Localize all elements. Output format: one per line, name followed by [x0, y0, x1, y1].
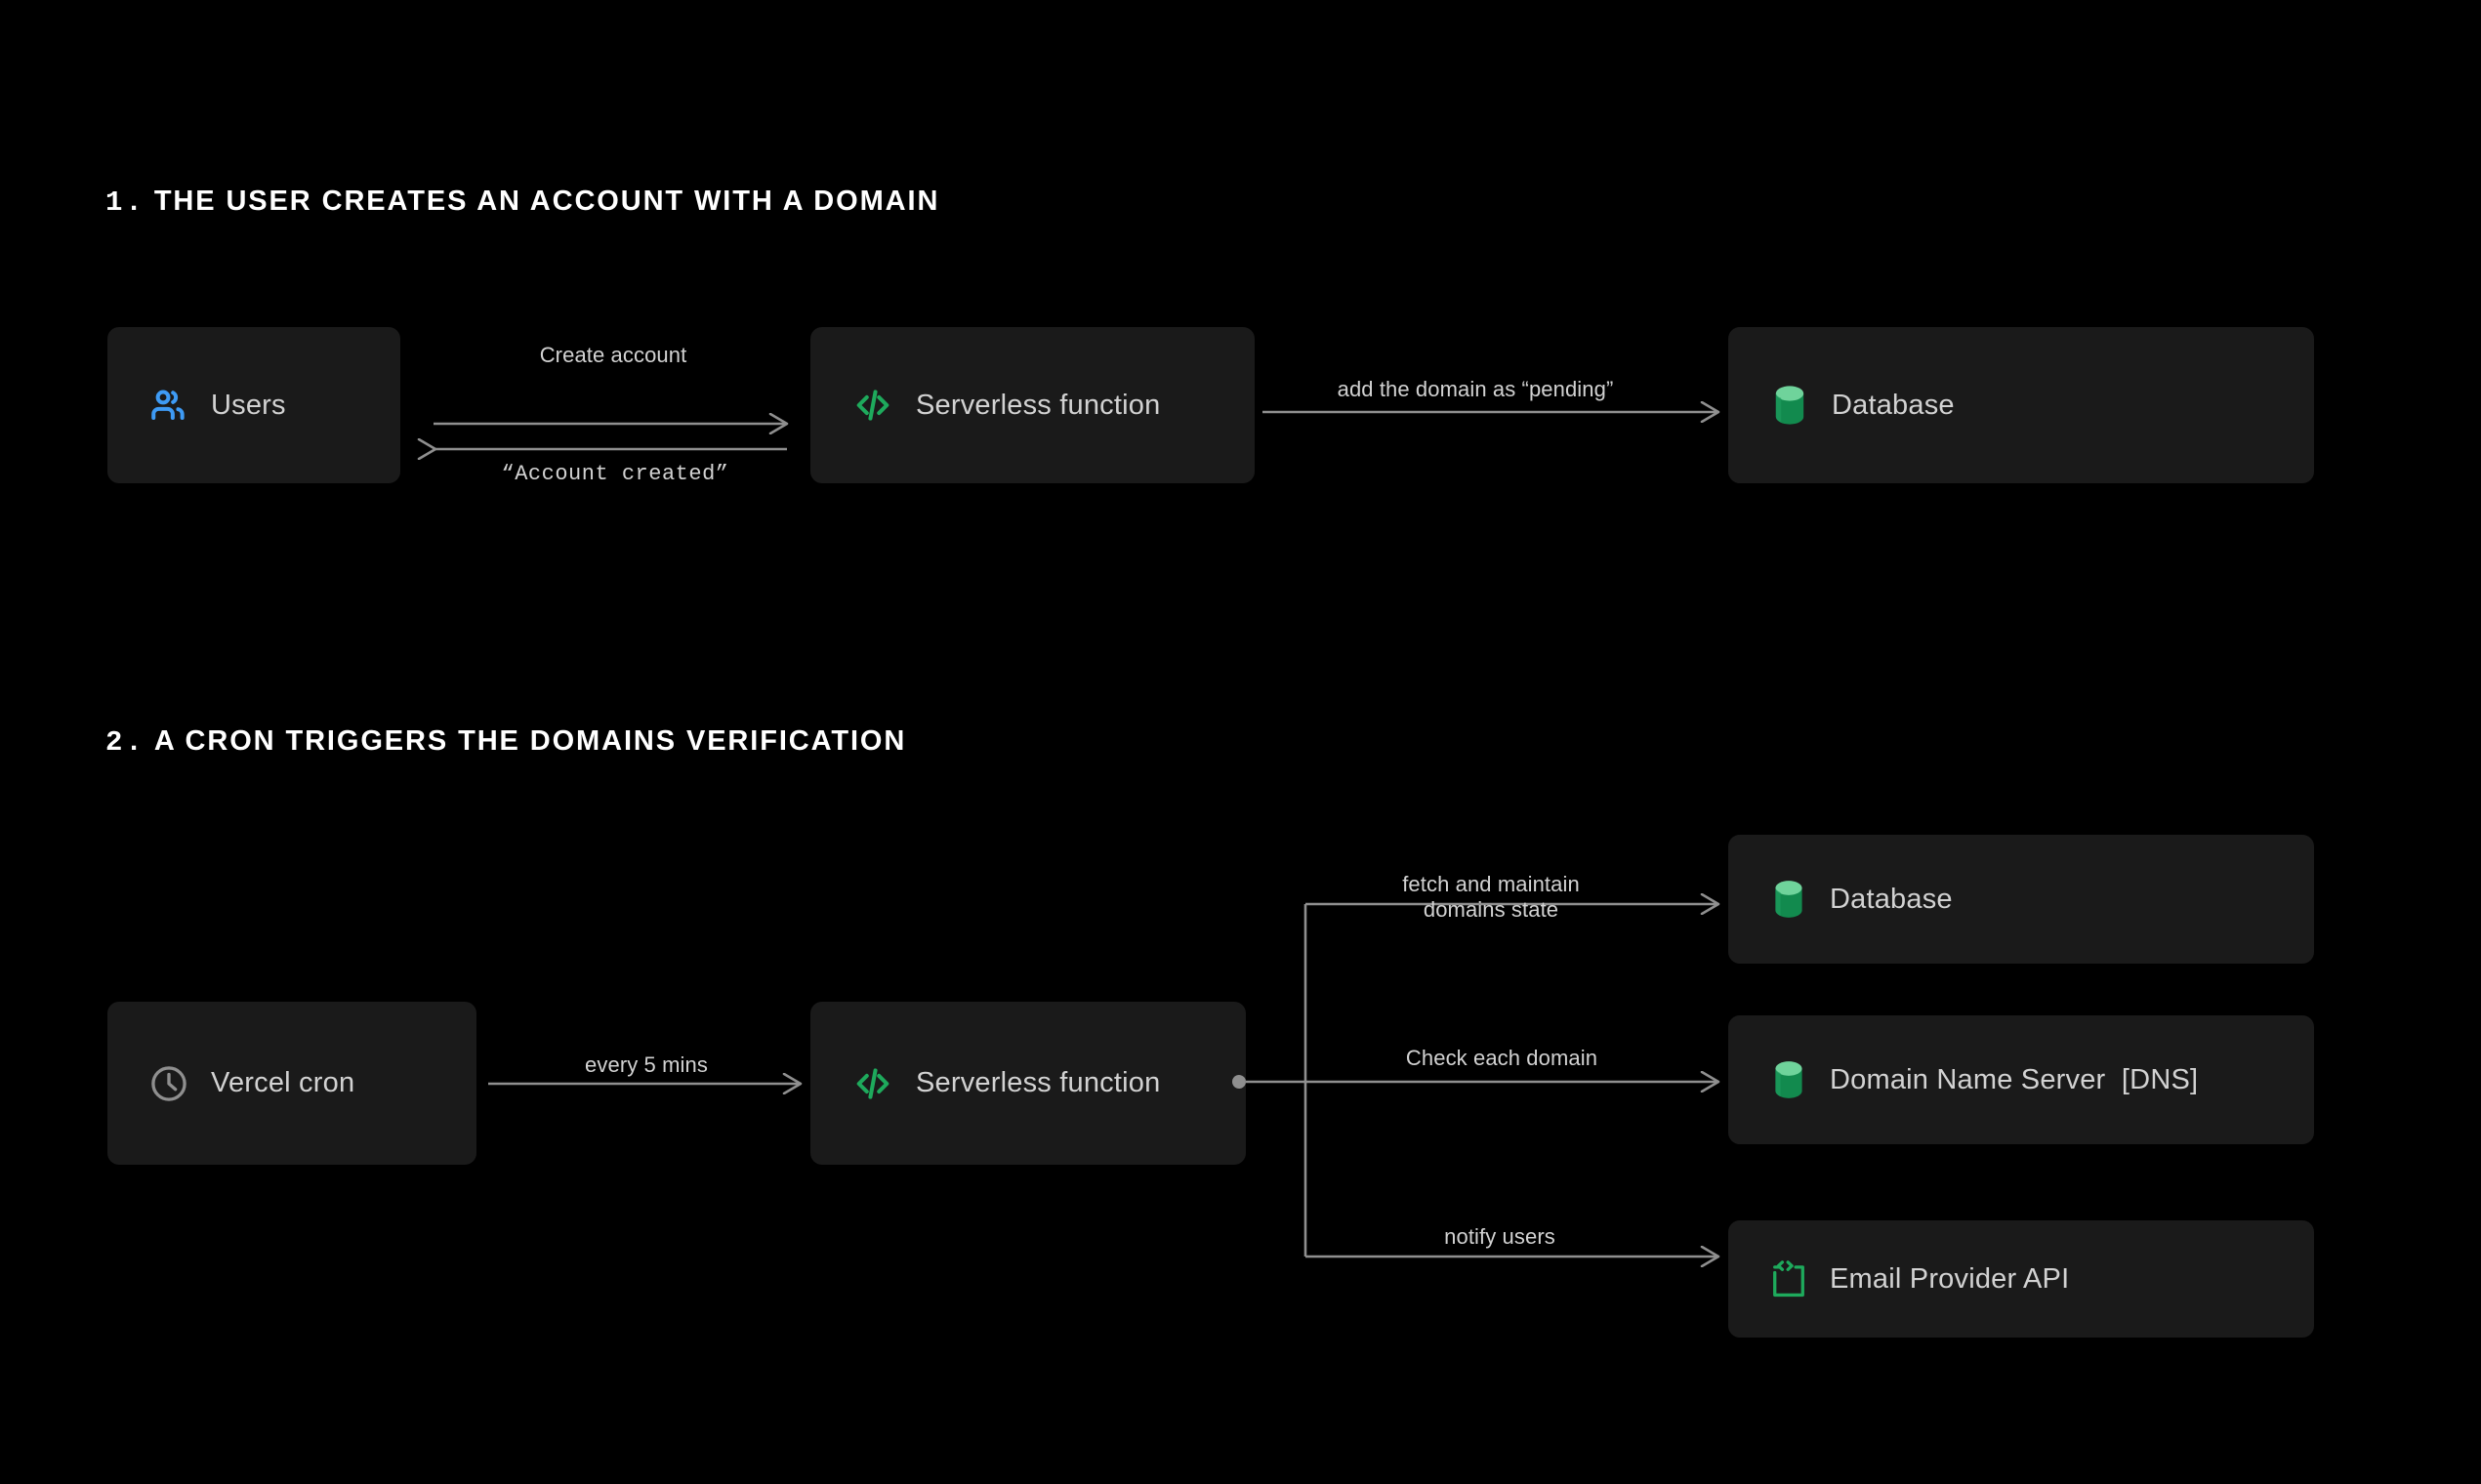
section-1-heading: 1. THE USER CREATES AN ACCOUNT WITH A DOM…	[105, 186, 940, 219]
edge-label-fetch-maintain-line2: domains state	[1423, 896, 1559, 922]
clock-icon	[148, 1063, 189, 1104]
section-2-heading: 2.A CRON TRIGGERS THE DOMAINS VERIFICATI…	[105, 725, 907, 759]
node-serverless-function-1[interactable]: Serverless function	[810, 327, 1255, 483]
node-serverless-function-1-label: Serverless function	[916, 389, 1161, 421]
section-2-number: 2.	[105, 726, 145, 759]
node-domain-name-server-label: Domain Name Server [DNS]	[1830, 1063, 2199, 1095]
section-1-title: THE USER CREATES AN ACCOUNT WITH A DOMAI…	[153, 186, 940, 217]
node-email-provider-api-label: Email Provider API	[1830, 1262, 2070, 1295]
node-database-1[interactable]: Database	[1728, 327, 2314, 483]
node-database-2-label: Database	[1830, 883, 1953, 915]
edge-label-every-5-mins: every 5 mins	[585, 1052, 708, 1077]
edge-label-fetch-maintain-line1: fetch and maintain	[1402, 872, 1580, 896]
node-database-1-label: Database	[1832, 389, 1955, 421]
edge-label-create-account: Create account	[539, 343, 687, 367]
edge-label-account-created: “Account created”	[501, 462, 729, 486]
node-vercel-cron-label: Vercel cron	[211, 1067, 355, 1098]
database-icon	[1769, 1057, 1808, 1102]
code-icon	[851, 384, 894, 427]
edge-label-add-domain-pending: add the domain as “pending”	[1337, 377, 1614, 401]
node-serverless-function-2-label: Serverless function	[916, 1067, 1161, 1098]
edge-label-notify-users: notify users	[1444, 1224, 1555, 1249]
users-icon	[148, 385, 189, 426]
node-vercel-cron[interactable]: Vercel cron	[107, 1002, 476, 1165]
section-1-number: 1.	[105, 186, 145, 219]
node-email-provider-api[interactable]: Email Provider API	[1728, 1220, 2314, 1338]
code-icon	[851, 1062, 894, 1105]
node-users-label: Users	[211, 389, 286, 421]
edge-label-check-each-domain: Check each domain	[1405, 1046, 1598, 1070]
section-2-title: A CRON TRIGGERS THE DOMAINS VERIFICATION	[153, 725, 907, 757]
database-icon	[1769, 877, 1808, 922]
edge-label-fetch-maintain: fetch and maintain domains state	[1402, 872, 1580, 923]
database-icon	[1769, 382, 1810, 429]
code-block-icon	[1769, 1257, 1808, 1300]
node-database-2[interactable]: Database	[1728, 835, 2314, 964]
node-serverless-function-2[interactable]: Serverless function	[810, 1002, 1246, 1165]
node-domain-name-server[interactable]: Domain Name Server [DNS]	[1728, 1015, 2314, 1144]
serverless-output-port	[1232, 1075, 1246, 1089]
node-users[interactable]: Users	[107, 327, 400, 483]
